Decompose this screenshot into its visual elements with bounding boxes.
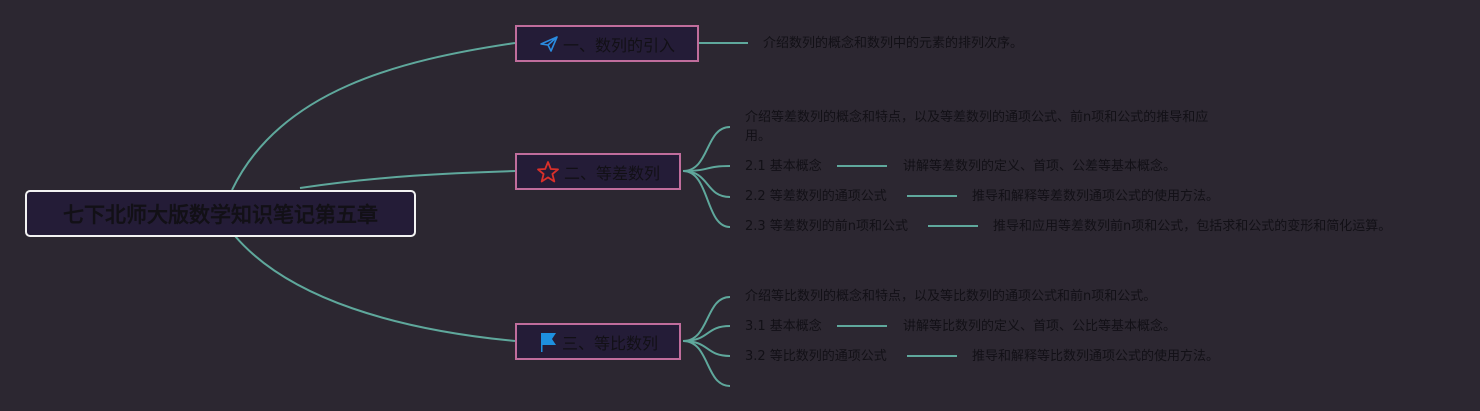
leaf-3-1-desc: 讲解等比数列的定义、首项、公比等基本概念。 <box>903 319 1177 334</box>
branch-node-1[interactable]: 一、数列的引入 <box>515 25 699 62</box>
leaf-2-1-desc: 讲解等差数列的定义、首项、公差等基本概念。 <box>903 159 1177 174</box>
leaf-b2-desc-2: 用。 <box>745 129 772 144</box>
branch-label: 二、等差数列 <box>563 163 660 183</box>
leaf-2-1-title: 2.1 基本概念 <box>745 159 822 174</box>
leaf-2-3-desc: 推导和应用等差数列前n项和公式，包括求和公式的变形和简化运算。 <box>993 219 1392 234</box>
leaf-b1-desc: 介绍数列的概念和数列中的元素的排列次序。 <box>763 36 1024 51</box>
leaf-3-2-title: 3.2 等比数列的通项公式 <box>745 349 887 364</box>
leaf-b2-desc-1: 介绍等差数列的概念和特点，以及等差数列的通项公式、前n项和公式的推导和应 <box>745 110 1209 125</box>
connector-root-b1 <box>231 42 516 191</box>
root-node[interactable]: 七下北师大版数学知识笔记第五章 <box>25 190 416 237</box>
branch-node-3[interactable]: 三、等比数列 <box>515 323 681 360</box>
connector-root-b2 <box>299 170 516 189</box>
branch-label: 一、数列的引入 <box>562 35 675 55</box>
flag-icon <box>540 332 556 352</box>
leaf-2-3-title: 2.3 等差数列的前n项和公式 <box>745 219 909 234</box>
root-title: 七下北师大版数学知识笔记第五章 <box>63 202 378 227</box>
connector-root-b3 <box>234 235 516 342</box>
leaf-2-2-title: 2.2 等差数列的通项公式 <box>745 189 887 204</box>
star-icon <box>537 160 559 182</box>
branch-label: 三、等比数列 <box>561 333 658 353</box>
paper-plane-icon <box>540 35 558 52</box>
leaf-2-2-desc: 推导和解释等差数列通项公式的使用方法。 <box>972 189 1220 204</box>
leaf-b3-desc: 介绍等比数列的概念和特点，以及等比数列的通项公式和前n项和公式。 <box>745 289 1157 304</box>
leaf-3-1-title: 3.1 基本概念 <box>745 319 822 334</box>
leaf-3-2-desc: 推导和解释等比数列通项公式的使用方法。 <box>972 349 1220 364</box>
branch-node-2[interactable]: 二、等差数列 <box>515 153 681 190</box>
